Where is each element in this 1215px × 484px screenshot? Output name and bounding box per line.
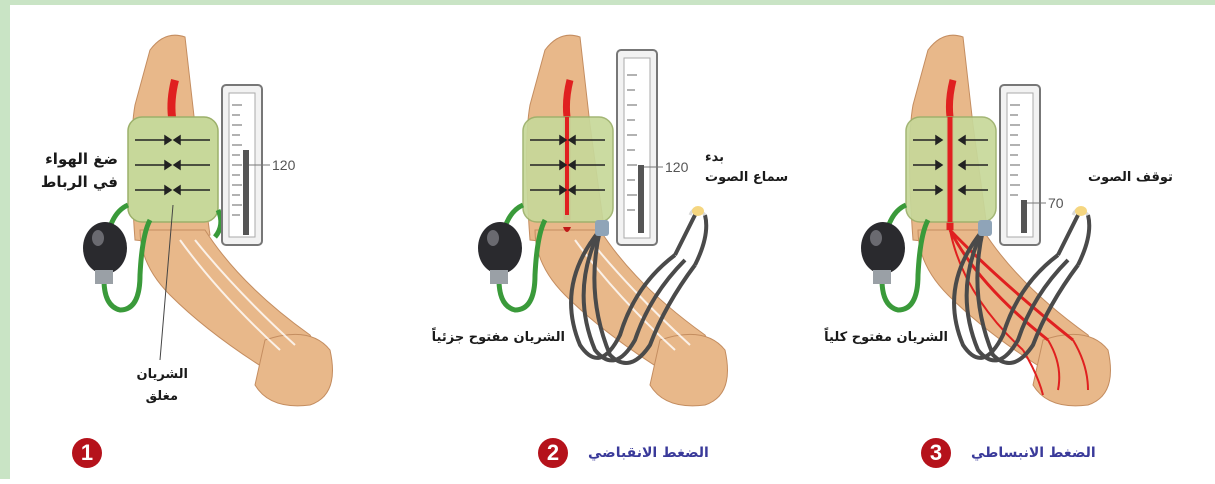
step-badge-3: 3 (921, 438, 951, 468)
artery-open-label: الشريان مفتوح كلياً (824, 330, 948, 345)
air-pressure-label-line2: في الرباط (41, 173, 118, 191)
step-badge-1: 1 (72, 438, 102, 468)
sound-stop-label: توقف الصوت (1088, 170, 1173, 185)
air-pressure-label-line1: ضغ الهواء (45, 150, 118, 168)
artery-closed-label-line2: مغلق (146, 389, 178, 404)
arm-illustration-2 (405, 5, 805, 484)
arm-illustration-3 (788, 5, 1188, 484)
panel-3: 70 توقف الصوت الشريان مفتوح كلياً 3 الضغ… (788, 5, 1188, 484)
pressure-reading-2: 120 (665, 159, 688, 175)
pressure-reading-1: 120 (272, 157, 295, 173)
panel-1: 120 ضغ الهواء في الرباط الشريان مغلق 1 (10, 5, 410, 484)
pressure-reading-3: 70 (1048, 195, 1064, 211)
step-badge-2: 2 (538, 438, 568, 468)
artery-partial-label: الشريان مفتوح جزئياً (432, 330, 565, 345)
sound-start-label-line1: بدء (705, 150, 724, 165)
arm-illustration-1 (10, 5, 410, 484)
sound-start-label-line2: سماع الصوت (705, 170, 788, 185)
diastolic-caption: الضغط الانبساطي (971, 445, 1096, 461)
artery-closed-label-line1: الشريان (136, 367, 188, 382)
panel-2: 120 بدء سماع الصوت الشريان مفتوح جزئياً … (405, 5, 805, 484)
systolic-caption: الضغط الانقباضي (588, 445, 709, 461)
